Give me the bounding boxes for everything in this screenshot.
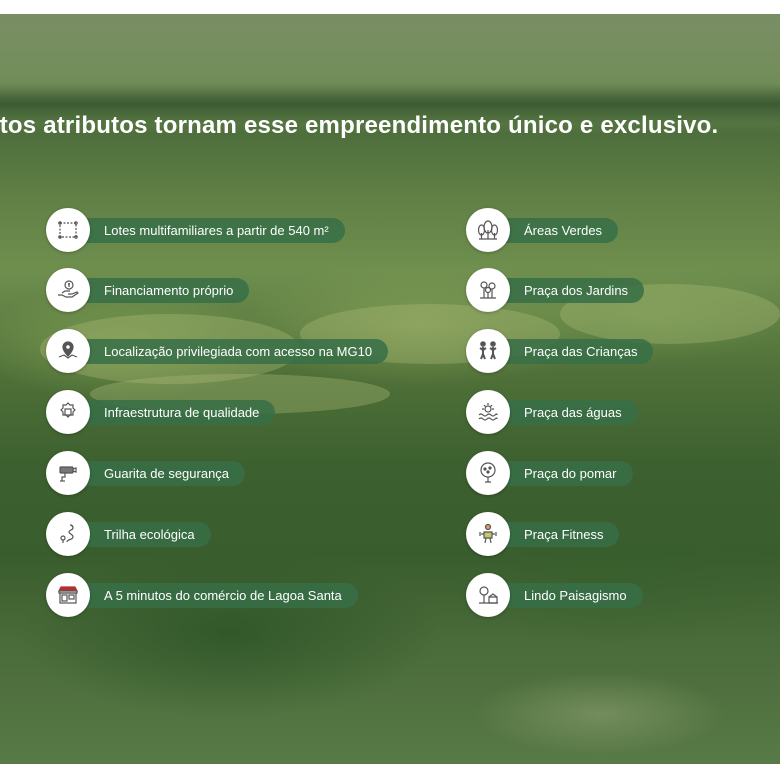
money-hand-icon [46, 268, 90, 312]
feature-label: Praça das águas [492, 400, 638, 425]
headline: uitos atributos tornam esse empreendimen… [0, 112, 719, 139]
feature-label: Praça dos Jardins [492, 278, 645, 303]
flowers-icon [466, 268, 510, 312]
feature-label: Praça Fitness [492, 522, 620, 547]
aerial-landscape-background [0, 14, 780, 764]
feature-label: Praça do pomar [492, 461, 633, 486]
fitness-icon [466, 512, 510, 556]
feature-label: Praça das Crianças [492, 339, 654, 364]
feature-label: Localização privilegiada com acesso na M… [72, 339, 389, 364]
feature-label: Lindo Paisagismo [492, 583, 643, 608]
feature-label: Guarita de segurança [72, 461, 246, 486]
security-camera-icon [46, 451, 90, 495]
fruit-tree-icon [466, 451, 510, 495]
feature-label: Trilha ecológica [72, 522, 211, 547]
children-icon [466, 329, 510, 373]
trail-icon [46, 512, 90, 556]
location-pin-icon [46, 329, 90, 373]
feature-label: A 5 minutos do comércio de Lagoa Santa [72, 583, 358, 608]
trees-icon [466, 208, 510, 252]
feature-label: Áreas Verdes [492, 218, 619, 243]
feature-label: Lotes multifamiliares a partir de 540 m² [72, 218, 345, 243]
storefront-icon [46, 573, 90, 617]
infrastructure-icon [46, 390, 90, 434]
lot-area-icon [46, 208, 90, 252]
water-sun-icon [466, 390, 510, 434]
feature-label: Financiamento próprio [72, 278, 250, 303]
feature-label: Infraestrutura de qualidade [72, 400, 276, 425]
landscape-icon [466, 573, 510, 617]
